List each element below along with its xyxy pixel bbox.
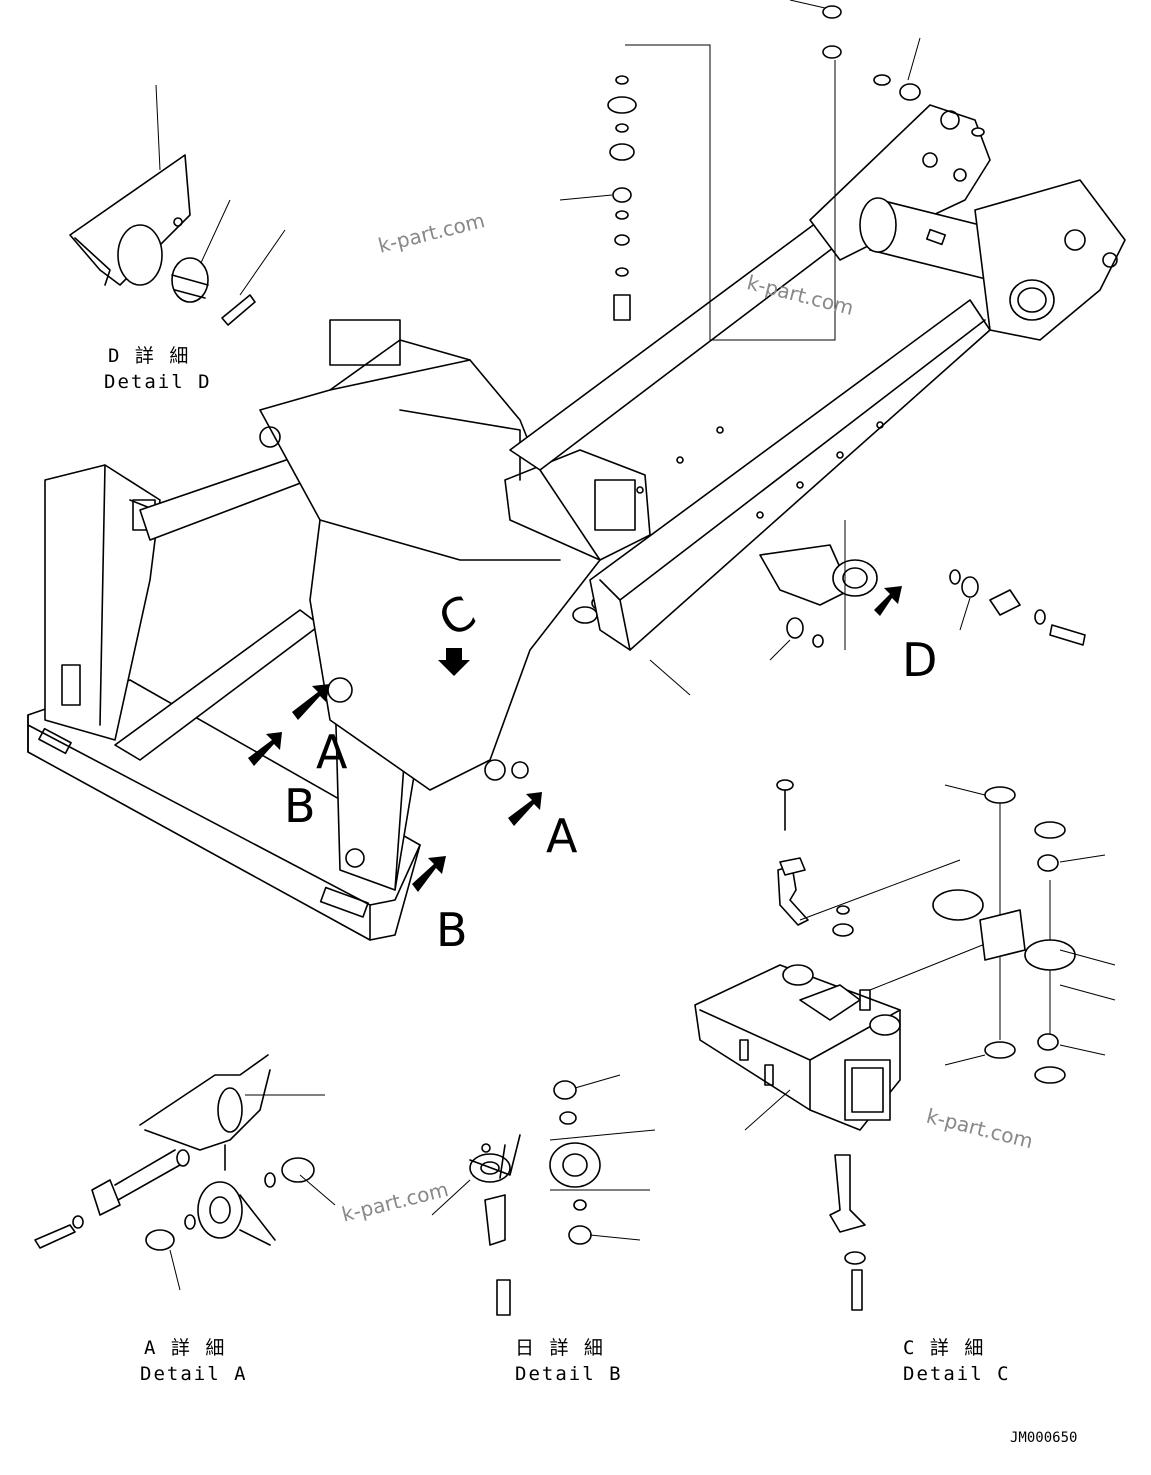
callout-d: D <box>902 633 937 687</box>
pivot-d-exploded-parts <box>786 569 1086 648</box>
callout-arrows <box>248 586 902 892</box>
watermark-bottom-left: k-part.com <box>339 1177 450 1227</box>
detail-d-caption-en: Detail D <box>104 371 212 393</box>
callout-a-lower: A <box>546 809 578 863</box>
detail-a-caption-jp: A 詳 細 <box>144 1337 226 1359</box>
callout-b-lower: B <box>436 903 468 957</box>
detail-d-caption-jp: D 詳 細 <box>108 345 190 367</box>
detail-b-drawing <box>431 1074 656 1316</box>
drawing-code: JM000650 <box>1010 1430 1077 1446</box>
main-frame-assembly <box>27 104 1126 941</box>
detail-a-drawing <box>34 1054 336 1291</box>
watermark-top: k-part.com <box>376 208 487 258</box>
detail-b-caption-jp: 日 詳 細 <box>515 1337 605 1359</box>
exploded-parts-stack <box>607 5 985 321</box>
detail-c-caption-en: Detail C <box>903 1363 1011 1385</box>
watermark-middle: k-part.com <box>745 270 856 320</box>
detail-c-caption-jp: C 詳 細 <box>903 1337 985 1359</box>
detail-c-drawing <box>694 779 1116 1311</box>
callout-b-upper: B <box>284 779 316 833</box>
detail-b-caption-en: Detail B <box>515 1363 623 1385</box>
leader-lines <box>559 0 971 696</box>
callout-a-upper: A <box>316 725 348 779</box>
detail-a-caption-en: Detail A <box>140 1363 248 1385</box>
watermark-bottom-right: k-part.com <box>924 1104 1035 1154</box>
detail-d-drawing <box>69 84 286 326</box>
